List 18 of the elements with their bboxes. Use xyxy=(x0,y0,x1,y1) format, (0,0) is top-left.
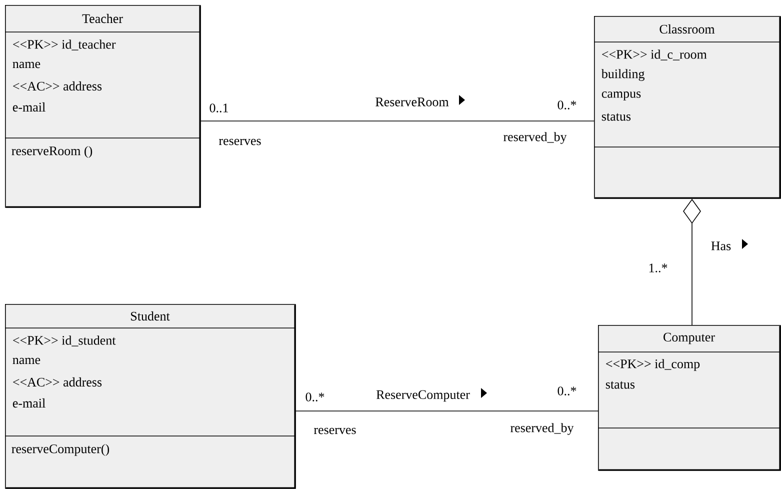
class-box: Classroom <<PK>> id_c_room building campus status xyxy=(594,16,781,199)
association-line xyxy=(200,120,594,122)
multiplicity-label: reserves xyxy=(314,428,356,434)
multiplicity-label: reserved_by xyxy=(504,132,567,144)
class-box: Student <<PK>> id_student name <<AC>> address e-mail reserveComputer() xyxy=(4,304,296,489)
multiplicity-label: reserved_by xyxy=(510,423,574,435)
multiplicity-label: 0..* xyxy=(558,386,576,396)
association-line xyxy=(295,410,598,412)
multiplicity-label: 0..1 xyxy=(210,104,228,112)
edge-label: Has xyxy=(710,240,732,252)
class-box: Computer <<PK>> id_comp status xyxy=(598,325,781,471)
multiplicity-label: 0..* xyxy=(558,100,576,110)
class-box: Teacher <<PK>> id_teacher name <<AC>> address e-mail reserveRoom () xyxy=(4,5,201,208)
multiplicity-label: 1..* xyxy=(649,264,668,272)
multiplicity-label: 0..* xyxy=(306,392,324,402)
edge-label: ReserveRoom xyxy=(374,96,450,108)
multiplicity-label: reserves xyxy=(218,138,261,146)
edge-label: ReserveComputer xyxy=(375,389,471,403)
